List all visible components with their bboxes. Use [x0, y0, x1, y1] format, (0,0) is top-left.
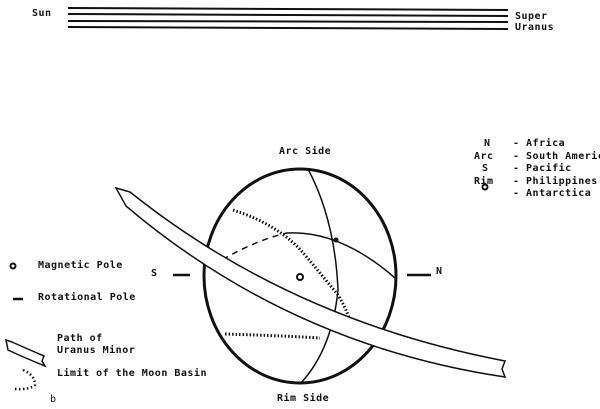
magnetic-pole-icon: [296, 273, 304, 281]
super-label: Super: [515, 11, 548, 22]
moon-basin-limit: [224, 208, 354, 340]
legend-path-2: Uranus Minor: [57, 345, 136, 356]
legend-magnetic-pole: Magnetic Pole: [38, 260, 123, 271]
arc-side-label: Arc Side: [279, 146, 332, 157]
meridian: [299, 168, 339, 385]
orbit-lines: [67, 7, 509, 30]
legend-rotational-pole: Rotational Pole: [38, 292, 136, 303]
legend-limit: Limit of the Moon Basin: [57, 368, 207, 379]
uranus-label: Uranus: [515, 22, 555, 33]
n-label: N: [436, 266, 443, 277]
s-label: S: [151, 268, 158, 279]
path-of-uranus-minor: [114, 186, 507, 378]
legend-path-1: Path of: [57, 333, 103, 344]
rim-side-label: Rim Side: [277, 393, 330, 404]
sun-label: Sun: [32, 8, 52, 19]
panel-label: b: [50, 394, 57, 405]
parallel: [286, 232, 396, 279]
